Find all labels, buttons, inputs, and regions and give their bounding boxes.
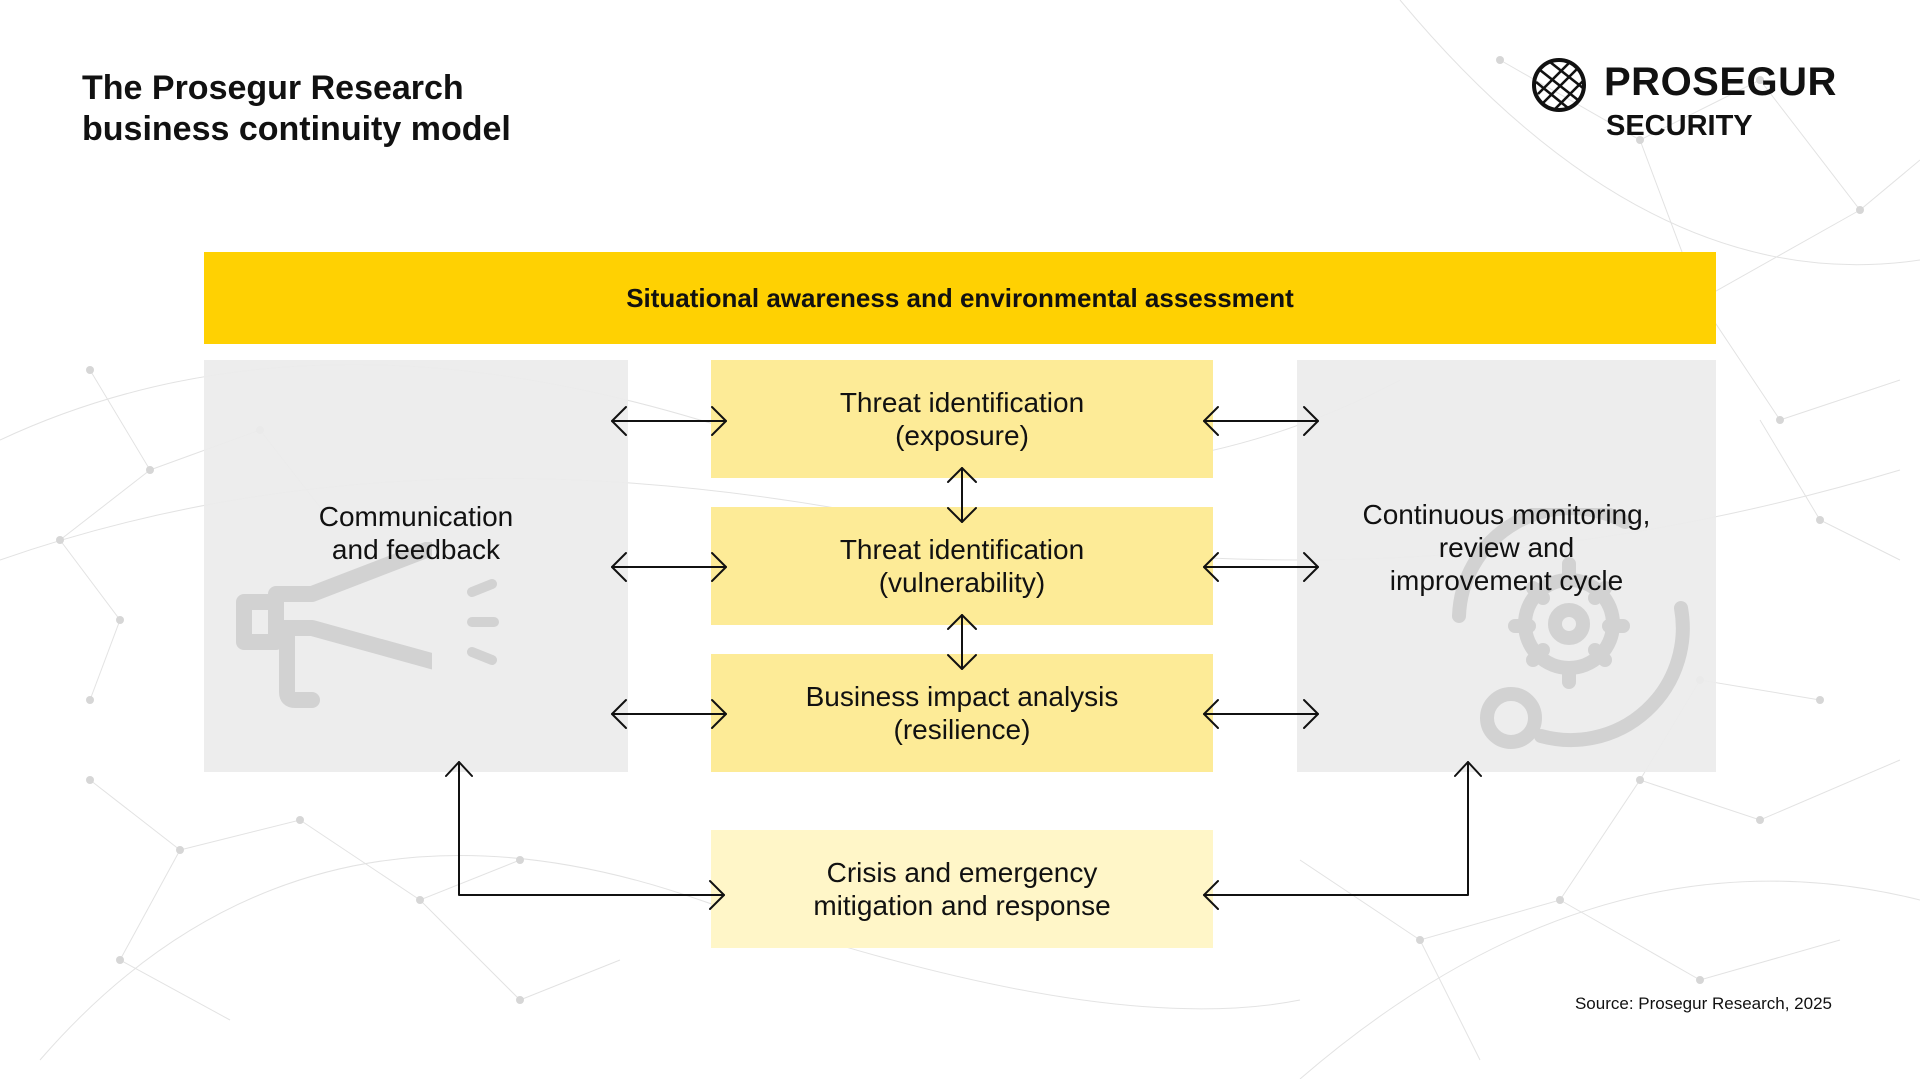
communication-panel: Communication and feedback (204, 360, 628, 772)
page-title-line-1: The Prosegur Research (82, 69, 464, 107)
threat-exposure-box: Threat identification (exposure) (711, 360, 1213, 478)
brand-tagline: SECURITY (1606, 110, 1753, 142)
communication-label: Communication and feedback (318, 501, 514, 565)
crisis-response-box: Crisis and emergency mitigation and resp… (711, 830, 1213, 948)
megaphone-waves-icon (467, 579, 499, 665)
prosegur-logo: PROSEGUR SECURITY (1530, 54, 1836, 144)
business-impact-box: Business impact analysis (resilience) (711, 654, 1213, 772)
threat-vulnerability-box: Threat identification (vulnerability) (711, 507, 1213, 625)
page-title: The Prosegur Research business continuit… (82, 68, 702, 150)
source-note: Source: Prosegur Research, 2025 (1574, 994, 1832, 1013)
page-title-line-2: business continuity model (82, 110, 511, 148)
monitoring-label: Continuous monitoring, review and improv… (1362, 499, 1651, 596)
situational-awareness-banner: Situational awareness and environmental … (204, 252, 1716, 344)
globe-icon (1532, 58, 1586, 112)
gear-cycle-icon (1452, 508, 1690, 749)
brand-name: PROSEGUR (1604, 60, 1837, 104)
monitoring-panel: Continuous monitoring, review and improv… (1297, 360, 1716, 772)
megaphone-icon (236, 542, 432, 708)
